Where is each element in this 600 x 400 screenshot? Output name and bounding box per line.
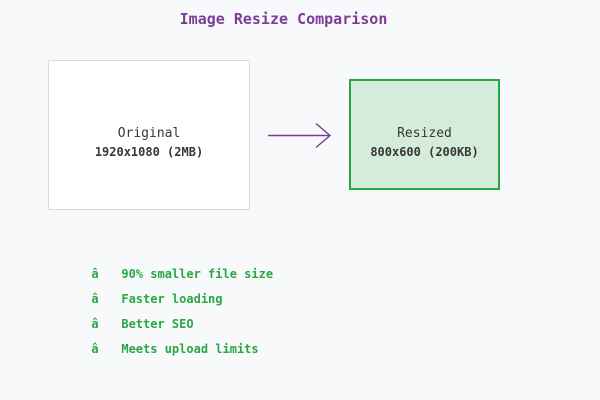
benefit-text: 90% smaller file size: [121, 267, 274, 281]
bullet-glyph: â: [91, 317, 99, 331]
bullet-glyph: â: [91, 267, 99, 281]
resized-label: Resized: [397, 126, 452, 141]
bullet-glyph: â: [91, 292, 99, 306]
bullet-glyph: â: [91, 342, 99, 356]
benefit-text: Faster loading: [121, 292, 223, 306]
original-label: Original: [117, 126, 181, 141]
benefit-text: Meets upload limits: [121, 342, 259, 356]
right-arrow-icon: [265, 119, 335, 152]
original-dimensions: 1920x1080 (2MB): [94, 145, 204, 159]
page-title: Image Resize Comparison: [179, 10, 388, 28]
original-image-box: [48, 60, 250, 210]
benefit-text: Better SEO: [121, 317, 194, 331]
list-item: â 90% smaller file size: [48, 237, 273, 281]
resized-dimensions: 800x600 (200KB): [370, 145, 479, 159]
resized-image-box: [349, 79, 500, 190]
